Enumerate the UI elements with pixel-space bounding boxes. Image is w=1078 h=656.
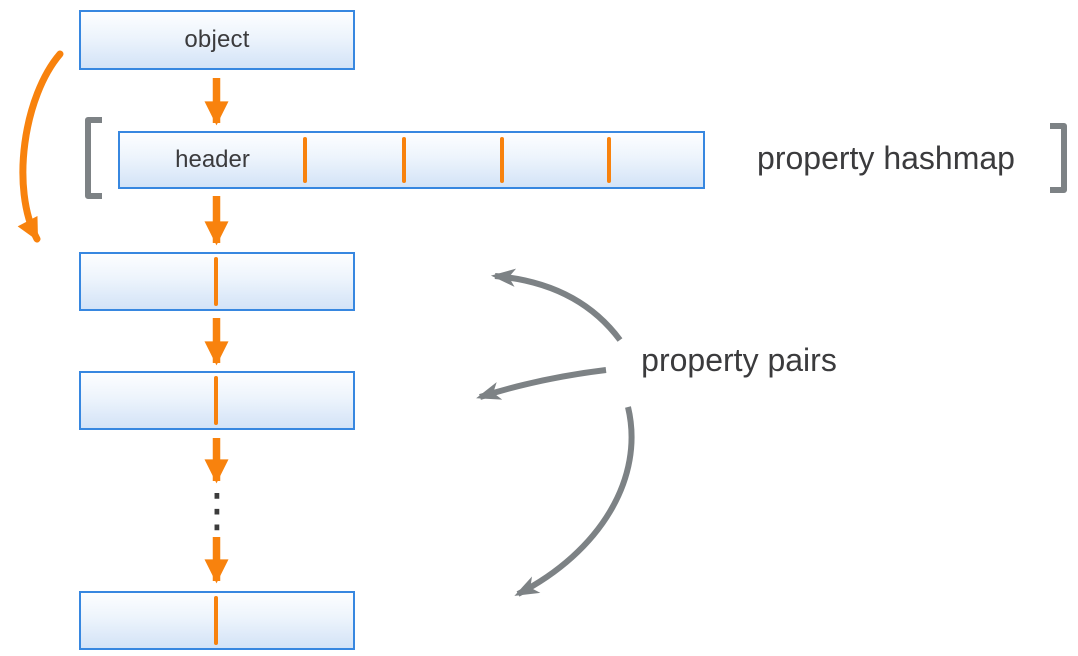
pair-divider [214,596,218,645]
pairs-caption: property pairs [641,342,837,378]
object-label: object [184,26,250,53]
right-bracket [1050,123,1067,193]
object-box: object [79,10,355,70]
header-label: header [175,146,250,173]
property-pair-box-3 [79,591,355,650]
property-pair-box-2 [79,371,355,430]
arrow-pairs-label-to-pair1 [490,268,623,342]
hash-slot-divider [402,137,406,183]
hash-slot-divider [607,137,611,183]
pair-divider [214,257,218,306]
left-bracket [85,117,102,199]
hash-slot-divider [303,137,307,183]
pair-divider [214,376,218,425]
arrow-pairs-label-to-pair2 [476,367,607,400]
curved-arrow-object-to-pair1 [17,50,64,243]
vertical-ellipsis: ⋮ [194,483,240,537]
property-pair-box-1 [79,252,355,311]
arrow-pairs-label-to-pair3 [514,406,635,597]
hashmap-caption: property hashmap [757,140,1015,176]
hashmap-box: header [118,131,705,189]
hash-slot-divider [500,137,504,183]
